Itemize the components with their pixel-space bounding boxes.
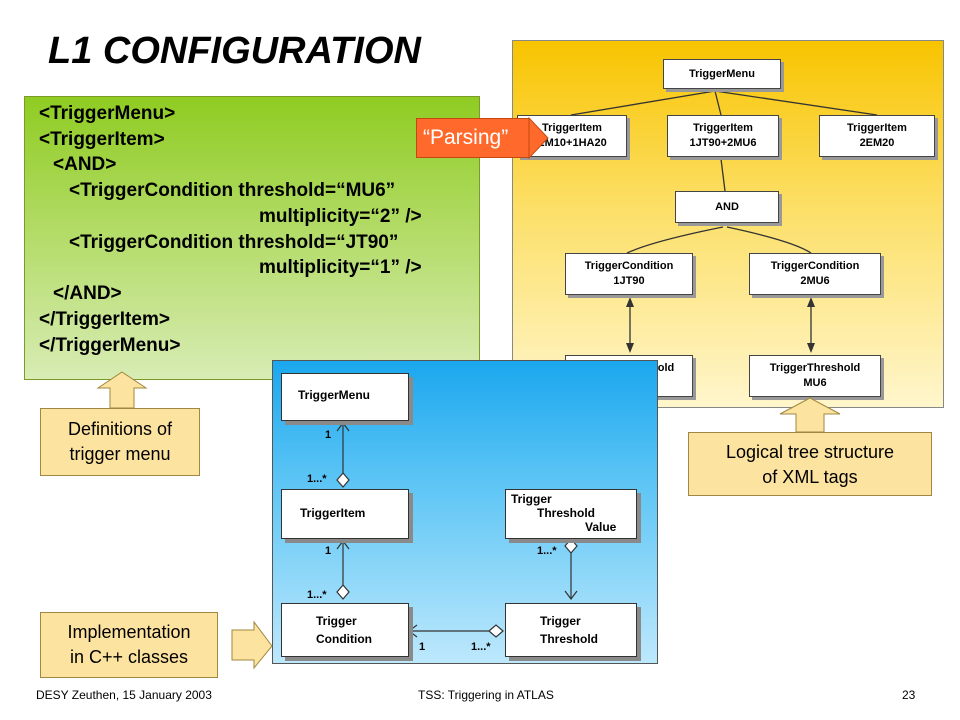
- uml-class-diagram-box: TriggerMenu TriggerItem Trigger Threshol…: [272, 360, 658, 664]
- uml-multiplicity: 1: [419, 641, 426, 653]
- uml-class-trigger-menu: TriggerMenu: [281, 373, 409, 421]
- callout-line: in C++ classes: [69, 647, 189, 667]
- tree-node-trigger-condition: TriggerCondition 1JT90: [565, 253, 693, 295]
- callout-implementation: Implementation in C++ classes: [40, 612, 218, 678]
- tree-node-value: MU6: [803, 377, 827, 389]
- uml-class-name-line: Value: [585, 520, 617, 534]
- xml-line: <TriggerItem>: [39, 129, 165, 150]
- footer-center: TSS: Triggering in ATLAS: [418, 688, 554, 702]
- xml-line: </TriggerMenu>: [39, 335, 181, 356]
- tree-node-trigger-item: TriggerItem 1JT90+2MU6: [667, 115, 779, 157]
- uml-class-name-line: Trigger: [316, 614, 357, 628]
- uml-class-name-line: Threshold: [537, 506, 596, 520]
- tree-node-label: TriggerItem: [847, 122, 907, 134]
- xml-line: <TriggerMenu>: [39, 103, 176, 124]
- uml-class-trigger-item: TriggerItem: [281, 489, 409, 539]
- uml-multiplicity: 1: [325, 429, 332, 441]
- tree-node-trigger-item: TriggerItem EM10+1HA20: [517, 115, 627, 157]
- tree-node-value: 1JT90: [613, 275, 645, 287]
- tree-node-trigger-item: TriggerItem 2EM20: [819, 115, 935, 157]
- slide-title: L1 CONFIGURATION: [48, 30, 421, 72]
- tree-node-value: 2EM20: [859, 137, 895, 149]
- uml-connectors: [336, 422, 578, 638]
- uml-multiplicity: 1...*: [537, 545, 557, 557]
- tree-node-label: TriggerCondition: [770, 260, 860, 272]
- xml-line: </TriggerItem>: [39, 309, 170, 330]
- xml-line: <TriggerCondition threshold=“JT90”: [69, 232, 399, 253]
- uml-class-trigger-threshold: Trigger Threshold: [505, 603, 637, 657]
- tree-node-trigger-condition: TriggerCondition 2MU6: [749, 253, 881, 295]
- uml-class-name-line: Trigger: [511, 492, 552, 506]
- callout-line: Implementation: [67, 622, 191, 642]
- xml-definition-box: <TriggerMenu> <TriggerItem> <AND> <Trigg…: [24, 96, 480, 380]
- tree-node-label: TriggerItem: [542, 122, 602, 134]
- tree-connectors: [570, 90, 878, 353]
- tree-node-label: TriggerThreshold: [769, 362, 861, 374]
- uml-multiplicity: 1...*: [307, 473, 327, 485]
- tree-node-value: EM10+1HA20: [537, 137, 607, 149]
- xml-line: multiplicity=“2” />: [259, 206, 422, 227]
- xml-line: <AND>: [53, 154, 117, 175]
- tree-node-label: TriggerCondition: [584, 260, 674, 272]
- callout-logical-tree: Logical tree structure of XML tags: [688, 432, 932, 496]
- tree-node-trigger-threshold: TriggerThreshold MU6: [749, 355, 881, 397]
- callout-line: trigger menu: [69, 444, 171, 464]
- xml-line: </AND>: [53, 283, 122, 304]
- tree-node-and: AND: [675, 191, 779, 223]
- tree-node-value: 1JT90+2MU6: [689, 137, 757, 149]
- callout-line: of XML tags: [762, 467, 858, 487]
- tree-node-label: TriggerItem: [693, 122, 753, 134]
- uml-class-trigger-threshold-value: Trigger Threshold Value: [505, 489, 637, 539]
- parsing-label: “Parsing”: [416, 118, 530, 158]
- xml-line: <TriggerCondition threshold=“MU6”: [69, 180, 396, 201]
- footer-left: DESY Zeuthen, 15 January 2003: [36, 688, 212, 702]
- uml-class-name-line: Condition: [316, 632, 372, 646]
- callout-line: Logical tree structure: [725, 442, 895, 462]
- uml-multiplicity: 1...*: [307, 589, 327, 601]
- uml-class-name-line: Threshold: [540, 632, 599, 646]
- uml-multiplicity: 1...*: [471, 641, 491, 653]
- xml-line: multiplicity=“1” />: [259, 257, 422, 278]
- callout-definitions: Definitions of trigger menu: [40, 408, 200, 476]
- uml-class-trigger-condition: Trigger Condition: [281, 603, 409, 657]
- uml-class-name-line: Trigger: [540, 614, 581, 628]
- footer-page-number: 23: [902, 688, 916, 702]
- logical-tree-box: TriggerMenu TriggerItem EM10+1HA20 Trigg…: [512, 40, 944, 408]
- uml-multiplicity: 1: [325, 545, 332, 557]
- tree-node-trigger-menu: TriggerMenu: [663, 59, 781, 89]
- callout-line: Definitions of: [67, 419, 173, 439]
- tree-node-value: 2MU6: [800, 275, 830, 287]
